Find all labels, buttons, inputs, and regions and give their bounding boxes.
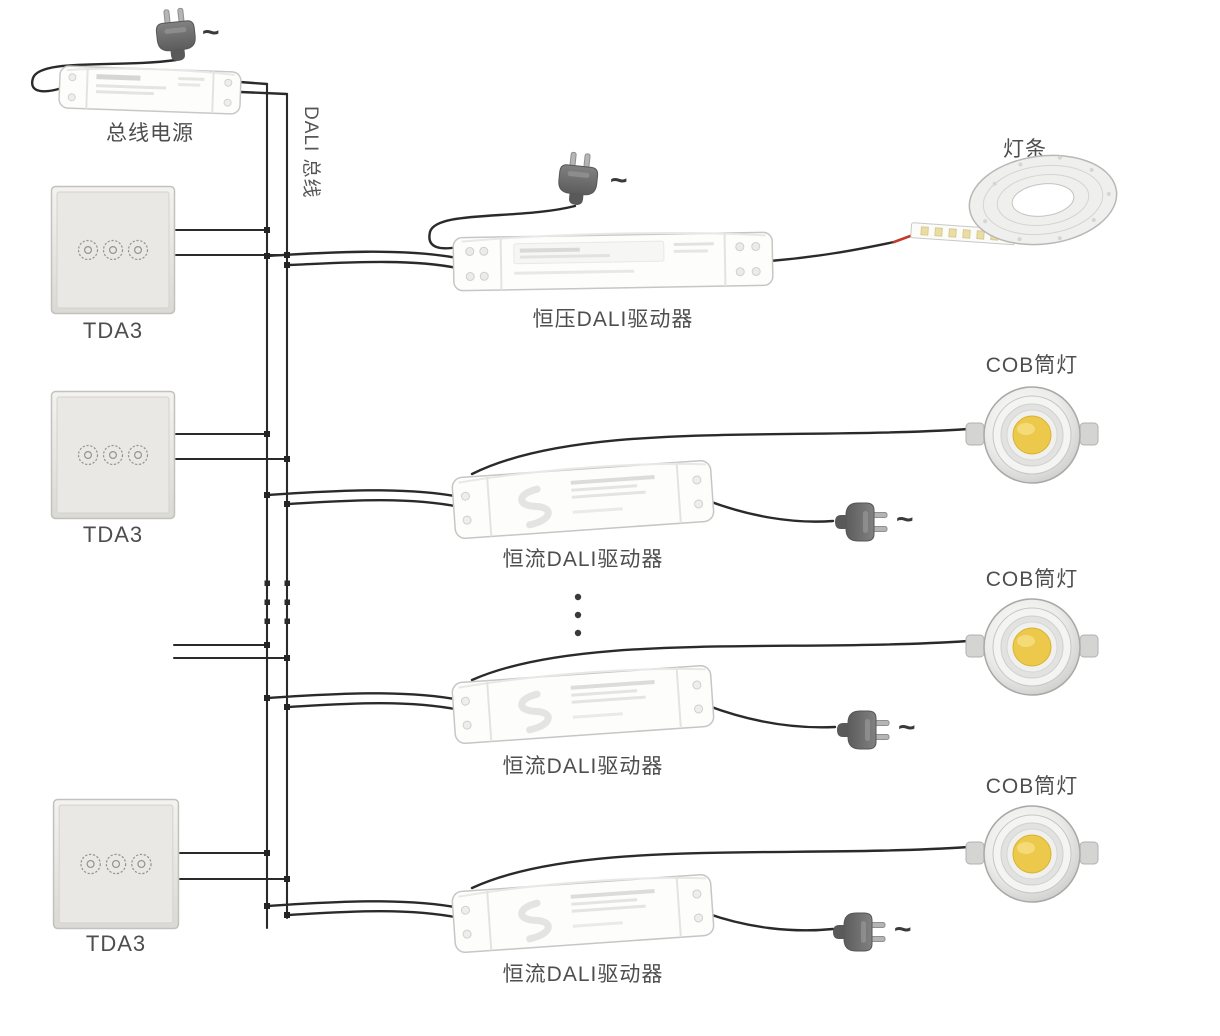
cv-mains-plug-icon [553,150,603,210]
cob-downlight-1 [965,385,1099,489]
strip-label: 灯条 [1003,138,1047,161]
cc-driver-1-device [449,449,716,551]
cob-downlight-3-label: COB筒灯 [985,775,1079,798]
touch-panel-3 [52,798,180,930]
cc2-mains-cable [704,703,837,729]
bus-ellipsis-dots [264,580,290,624]
cc3-bus-wire-a [265,900,462,910]
ac-symbol-cv: ~ [610,164,628,197]
cc-driver-3-label: 恒流DALI驱动器 [502,963,664,986]
junction-dots [264,227,290,918]
touch-panel-2 [50,390,176,520]
cc-driver-2-label: 恒流DALI驱动器 [502,755,664,778]
touch-panel-1-label: TDA3 [82,318,144,343]
cc2-output-wire [470,639,970,682]
cc-driver-2-device [449,654,716,756]
cob-downlight-1-label: COB筒灯 [985,354,1079,377]
ac-symbol-cc3: ~ [894,913,912,946]
cc-driver-3-device [449,863,716,965]
touch-panel-1 [50,185,176,315]
cv-mains-cable [428,204,577,250]
cv-output-wire [768,240,896,263]
cc1-output-wire [470,427,970,476]
cc2-bus-wire-a [265,692,462,702]
cc3-bus-wire-b [285,910,462,920]
touch-panel-3-label: TDA3 [85,931,147,956]
bus-power-device [57,61,243,119]
driver-ellipsis-dots [574,593,582,637]
ac-symbol-cc2: ~ [898,711,916,744]
cc2-bus-wire-b [285,702,462,712]
cv-driver-label: 恒压DALI驱动器 [532,308,694,331]
cc2-mains-plug-icon [834,708,890,752]
cob-downlight-2 [965,597,1099,701]
dali-bus-label: DALI 总线 [300,106,321,199]
cob-downlight-2-label: COB筒灯 [985,568,1079,591]
cc-driver-1-label: 恒流DALI驱动器 [502,548,664,571]
ac-symbol-cc1: ~ [896,503,914,536]
mains-cable-bus-power [30,58,178,93]
led-strip-device [905,150,1125,260]
cv-driver-device [451,223,774,299]
cv-bus-wire-a [265,250,459,260]
touch-panel-2-label: TDA3 [82,522,144,547]
bus-feed-b [238,90,289,96]
ac-symbol-bus-power: ~ [202,16,220,49]
cc1-bus-wire-b [285,499,462,509]
cc3-mains-cable [704,911,835,932]
bus-power-label: 总线电源 [106,122,194,145]
cc1-mains-cable [704,498,835,523]
cc3-output-wire [470,845,970,890]
cc3-mains-plug-icon [830,910,886,954]
cv-bus-wire-b [285,260,459,270]
bus-feed-a [238,80,269,86]
cc1-bus-wire-a [265,489,462,499]
mains-plug-icon [151,6,201,66]
cob-downlight-3 [965,804,1099,908]
strip-red-lead [892,233,915,244]
cc1-mains-plug-icon [832,500,888,544]
